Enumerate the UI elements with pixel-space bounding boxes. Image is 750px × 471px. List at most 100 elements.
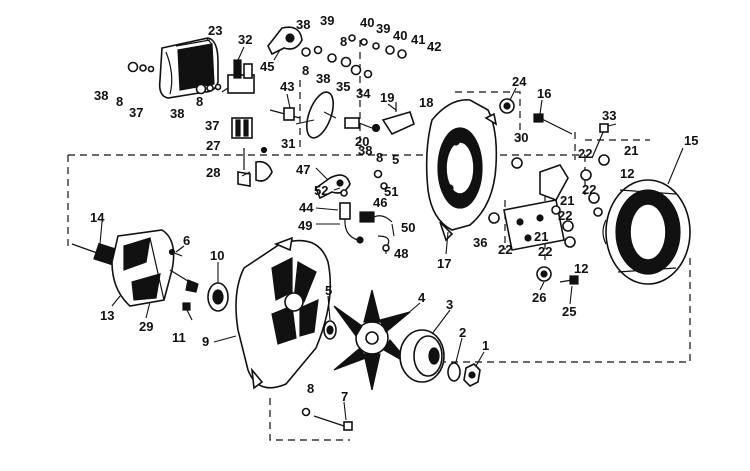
- callout-8-terminal: 8: [302, 63, 309, 78]
- diodes: [551, 154, 610, 248]
- washer-36: [488, 212, 500, 224]
- callout-27: 27: [206, 138, 220, 153]
- callout-37-left: 37: [129, 105, 143, 120]
- spacer-collar: [323, 320, 337, 340]
- rectifier-bridge: [503, 164, 569, 251]
- callout-18: 18: [419, 95, 433, 110]
- callout-38-stack: 38: [316, 71, 330, 86]
- cooling-fan: [333, 289, 413, 391]
- terminal-stud: [269, 107, 301, 121]
- callout-45: 45: [260, 59, 274, 74]
- callout-33: 33: [602, 108, 616, 123]
- callout-12-upper: 12: [620, 166, 634, 181]
- callout-12-lower: 12: [574, 261, 588, 276]
- terminal-eyelet: [267, 26, 303, 56]
- callout-21-lower: 21: [534, 229, 548, 244]
- pulley-nut: [463, 363, 481, 387]
- callout-28: 28: [206, 165, 220, 180]
- callout-41: 41: [411, 32, 425, 47]
- callout-21-upper: 21: [624, 143, 638, 158]
- callout-11: 11: [172, 330, 186, 345]
- callout-22-bridge: 22: [498, 242, 512, 257]
- callout-2: 2: [459, 325, 466, 340]
- callout-36: 36: [473, 235, 487, 250]
- drive-end-frame: [235, 236, 332, 390]
- leader-lines: [99, 37, 684, 421]
- callout-6: 6: [183, 233, 190, 248]
- callout-46: 46: [373, 195, 387, 210]
- capacitor-bracket: [371, 102, 415, 136]
- callout-22-top: 22: [578, 146, 592, 161]
- callout-44: 44: [299, 200, 314, 215]
- callout-14: 14: [90, 210, 105, 225]
- callout-22-mid: 22: [558, 208, 572, 223]
- callout-37-right: 37: [205, 118, 219, 133]
- stud-bolt-20: [344, 117, 373, 129]
- slip-ring-end-frame: [425, 99, 498, 242]
- callout-13: 13: [100, 308, 114, 323]
- callout-4: 4: [418, 290, 426, 305]
- screw-11: [182, 302, 193, 321]
- screw-25: [559, 275, 579, 285]
- capacitor-and-leads: [339, 169, 393, 252]
- callout-22-right: 22: [582, 182, 596, 197]
- brush-holder-cover: [158, 37, 219, 99]
- callout-17: 17: [437, 256, 451, 271]
- callout-38-frame: 38: [358, 143, 372, 158]
- callout-39-second: 39: [376, 21, 390, 36]
- callout-5-drive: 5: [325, 283, 332, 298]
- callout-26: 26: [532, 290, 546, 305]
- callout-35: 35: [336, 79, 350, 94]
- nut-26: [536, 266, 552, 282]
- callout-9: 9: [202, 334, 209, 349]
- terminal-washer-stack: [301, 34, 407, 79]
- through-bolt-16: [533, 113, 573, 135]
- callout-8-stack: 8: [340, 34, 347, 49]
- callout-43: 43: [280, 79, 294, 94]
- callout-40-first: 40: [360, 15, 374, 30]
- callout-5-frame: 5: [392, 152, 399, 167]
- callout-19: 19: [380, 90, 394, 105]
- bottom-screw: [301, 407, 353, 431]
- callout-31: 31: [281, 136, 295, 151]
- rotor: [71, 229, 199, 307]
- callout-52: 52: [314, 183, 328, 198]
- callout-51: 51: [384, 184, 398, 199]
- callout-8-bottom: 8: [307, 381, 314, 396]
- callout-34: 34: [356, 86, 371, 101]
- callout-labels: 1 2 3 4 5 5 6 7 8 8 8 8 8 8 9 10 11 12 1…: [90, 13, 698, 404]
- callout-16: 16: [537, 86, 551, 101]
- callout-22-lower: 22: [538, 244, 552, 259]
- washer-30: [511, 157, 523, 169]
- drive-pulley: [399, 329, 445, 383]
- callout-23: 23: [208, 23, 222, 38]
- callout-32: 32: [238, 32, 252, 47]
- bolt-33: [591, 123, 609, 159]
- lock-washer: [447, 362, 461, 382]
- callout-38-terminal: 38: [296, 17, 310, 32]
- callout-21-mid: 21: [560, 193, 574, 208]
- callout-8-frame: 8: [376, 150, 383, 165]
- callout-7: 7: [341, 389, 348, 404]
- brush-assembly: [231, 117, 273, 187]
- callout-10: 10: [210, 248, 224, 263]
- callout-29: 29: [139, 319, 153, 334]
- callout-50: 50: [401, 220, 415, 235]
- callout-38-cover: 38: [170, 106, 184, 121]
- callout-49: 49: [298, 218, 312, 233]
- callout-3: 3: [446, 297, 453, 312]
- callout-24: 24: [512, 74, 527, 89]
- end-bearing: [499, 98, 515, 114]
- callout-15: 15: [684, 133, 698, 148]
- callout-48: 48: [394, 246, 408, 261]
- brush-holder: [221, 59, 255, 94]
- callout-8-cover-left: 8: [116, 94, 123, 109]
- screw-6: [168, 248, 183, 257]
- callout-39-first: 39: [320, 13, 334, 28]
- callout-8-cover-right: 8: [196, 94, 203, 109]
- insulator-plate: [306, 91, 337, 139]
- callout-42: 42: [427, 39, 441, 54]
- callout-1: 1: [482, 338, 489, 353]
- callout-30: 30: [514, 130, 528, 145]
